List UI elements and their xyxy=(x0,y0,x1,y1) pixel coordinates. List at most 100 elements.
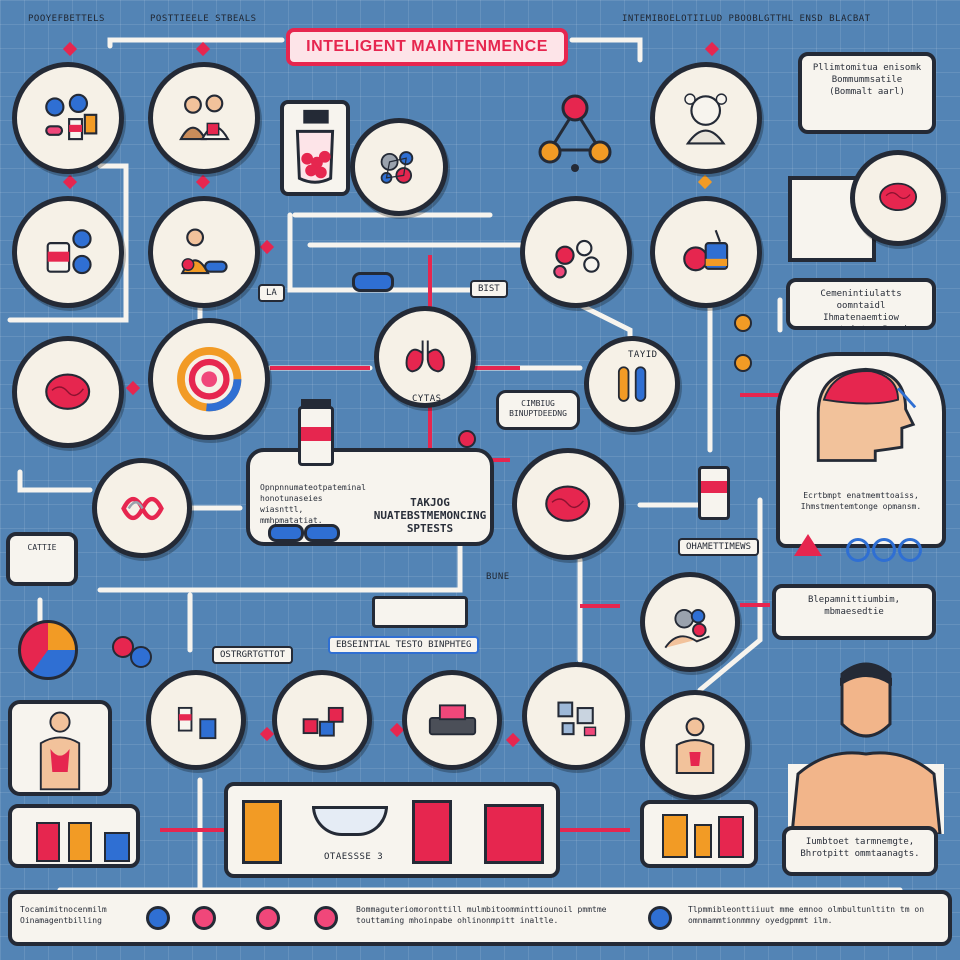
info-card-top-right: Pllimtomitua enisomk Bommummsatile (Bomm… xyxy=(798,52,936,134)
step-dot xyxy=(648,906,672,930)
brain-icon xyxy=(879,182,917,211)
pills-icon xyxy=(428,703,476,735)
step-dot xyxy=(192,906,216,930)
man-caption-card: Iumbtoet tarmnemgte, Bhrotpitt ommtaanag… xyxy=(782,826,938,876)
muscular-man-panel xyxy=(788,654,944,836)
head-caption: Ecrtbmpt enatmemttoaiss, Ihmstmentemtong… xyxy=(800,491,922,511)
capsule-icon xyxy=(268,524,304,542)
essential-tag: EBSEINTIAL TESTO BINPHTEG xyxy=(328,636,480,654)
info-card-right-lower: Blepamnittiumbim, mbmaesedtie xyxy=(772,584,936,640)
knot-node xyxy=(92,458,192,558)
medicine-bottle-icon xyxy=(46,229,92,275)
hosptal-tag: OHAMETTIMEWS xyxy=(678,538,760,556)
supplies-panel: OTAESSSE 3 xyxy=(224,782,560,878)
supplies-label: OTAESSSE 3 xyxy=(324,852,384,862)
center-main-title: TAKJOG NUATEBSTMEMONCING SPTESTS xyxy=(373,496,487,535)
hand-pills-node xyxy=(640,572,740,672)
capsule-icon xyxy=(304,524,340,542)
brain-icon xyxy=(45,373,91,411)
step-dot xyxy=(146,906,170,930)
body-panel xyxy=(8,700,112,796)
torso-node xyxy=(640,690,750,800)
center-main-lines: Opnpnnumateotpateminal honotunaseies wia… xyxy=(260,483,366,525)
status-dot xyxy=(898,538,922,562)
bottom-mid-text: Bommaguteriomoronttill mulmbitoomminttio… xyxy=(356,905,607,925)
test-tubes-icon xyxy=(683,230,729,272)
cycle-chart-icon xyxy=(176,346,242,412)
bottles-node xyxy=(146,670,246,770)
tag-la: LA xyxy=(258,284,285,302)
pills-icon xyxy=(45,94,98,141)
hand-pills-icon xyxy=(664,608,710,648)
red-dot-icon xyxy=(458,430,476,448)
brain-node-left xyxy=(12,336,124,448)
brain-icon xyxy=(545,485,591,523)
doctor-icon xyxy=(180,228,228,275)
network-icon xyxy=(538,94,612,172)
sun-icon xyxy=(734,314,752,332)
elderly-face-node xyxy=(650,62,762,174)
top-label-right: INTEMIBOELOTIILUD PBOOBLGTTHL ENSD BLACB… xyxy=(622,14,871,24)
bottom-left-text: Tocamimitnocenmilm Oinamagentbilling xyxy=(20,905,107,925)
info-card-center-small: CIMBIUG BINUPTDEEDNG xyxy=(496,390,580,430)
equipment-node xyxy=(650,196,762,308)
lungs-caption: CYTAS xyxy=(412,394,442,404)
box-icon xyxy=(302,706,344,737)
medicine-bottle-icon xyxy=(298,399,334,466)
box-icon xyxy=(484,804,544,864)
ostrogtot-tag: OSTRGRTGTTOT xyxy=(212,646,294,664)
bottom-bar: Tocamimitnocenmilm Oinamagentbilling Bom… xyxy=(8,890,952,946)
box-icon xyxy=(557,701,596,736)
molecule-node xyxy=(350,118,448,216)
bowl-icon xyxy=(312,806,388,836)
muscular-man-icon xyxy=(788,662,944,836)
diagram-title: INTELIGENT MAINTENMENCE xyxy=(286,28,568,66)
blocks-node xyxy=(272,670,372,770)
medicine-node xyxy=(12,196,124,308)
head-profile-icon xyxy=(816,367,917,462)
warning-triangle-icon xyxy=(794,534,822,556)
brain-node-center xyxy=(512,448,624,560)
patient-node xyxy=(148,196,260,308)
status-dot xyxy=(846,538,870,562)
step-dot xyxy=(314,906,338,930)
bottom-right-text: Tlpmmibleonttiiuut mme emnoo olmbultunlt… xyxy=(688,905,925,925)
step-dot xyxy=(256,906,280,930)
top-label-center: POSTTIEELE STBEALS xyxy=(150,14,257,24)
head-profile-panel: Ecrtbmpt enatmemttoaiss, Ihmstmentemtong… xyxy=(776,352,946,548)
bottle-shelf-panel-right xyxy=(640,800,758,868)
doctor-node xyxy=(148,62,260,174)
cattie-card: CATTIE xyxy=(6,532,78,586)
pills-icon xyxy=(112,636,152,668)
pie-icon xyxy=(18,620,78,680)
body-icon xyxy=(39,711,81,791)
status-dot xyxy=(872,538,896,562)
lungs-icon xyxy=(405,340,445,373)
medicine-bottle-icon xyxy=(412,800,452,864)
medicine-bottle-icon xyxy=(698,466,730,520)
test-tubes-icon xyxy=(617,366,647,402)
bottle-shelf-panel xyxy=(8,804,140,868)
tray-node xyxy=(402,670,502,770)
elderly-face-icon xyxy=(684,93,728,145)
doctor-icon xyxy=(179,94,231,141)
tayid-label: TAYID xyxy=(628,350,658,360)
brain-node-right xyxy=(850,150,946,246)
molecule-icon xyxy=(380,151,414,184)
body-icon xyxy=(675,717,715,775)
network-icon xyxy=(553,240,600,279)
test-setup-node xyxy=(520,196,632,308)
network-icon xyxy=(120,496,164,520)
lungs-node xyxy=(374,306,476,408)
pills-node xyxy=(12,62,124,174)
pill-jar-icon xyxy=(280,100,350,196)
info-card-right-mid: Cemenintiulatts oomntaidl Ihmatenaemtiow… xyxy=(786,278,936,330)
cubes-node xyxy=(522,662,630,770)
sun-icon xyxy=(734,354,752,372)
pills-tray-icon xyxy=(372,596,468,628)
bune-label: BUNE xyxy=(486,572,510,582)
medicine-bottle-icon xyxy=(242,800,282,864)
capsule-icon xyxy=(352,272,394,292)
tag-bist: BIST xyxy=(470,280,508,298)
